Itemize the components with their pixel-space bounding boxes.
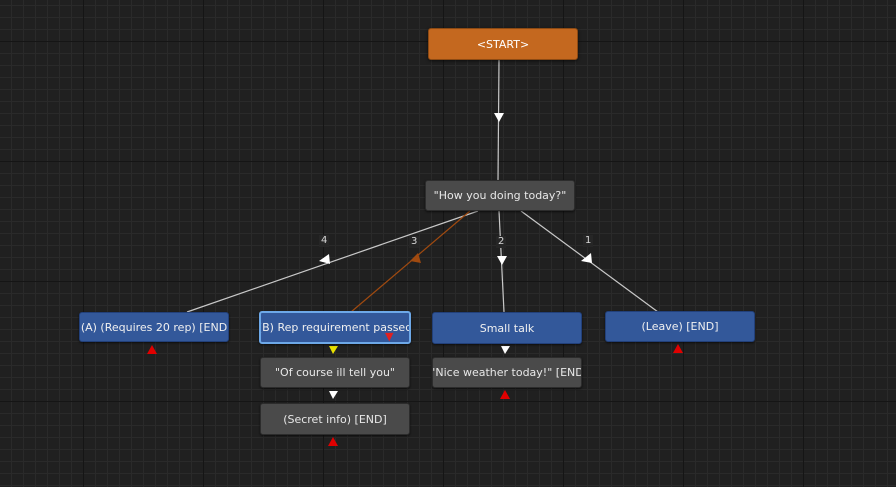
question-node-label: "How you doing today?": [433, 189, 567, 202]
small-talk-node[interactable]: Small talk: [432, 312, 582, 344]
end-marker-secret: [328, 437, 338, 446]
connector-course-secret: [329, 391, 338, 399]
start-node[interactable]: <START>: [428, 28, 578, 60]
link-arrow-start-question: [494, 113, 504, 122]
small-talk-label: Small talk: [479, 321, 535, 335]
link-arrow-question-b: [410, 253, 421, 263]
weather-node[interactable]: "Nice weather today!" [END: [432, 357, 582, 388]
start-node-label: <START>: [476, 37, 530, 51]
link-question-b[interactable]: [350, 210, 471, 313]
connector-b-course: [329, 346, 338, 354]
secret-node[interactable]: (Secret info) [END]: [260, 403, 410, 435]
option-a-node[interactable]: (A) (Requires 20 rep) [END: [79, 312, 229, 342]
link-badge-2: 2: [496, 236, 507, 248]
link-arrow-question-a: [319, 254, 330, 264]
condition-marker-b: ▼: [385, 330, 394, 343]
leave-label: (Leave) [END]: [641, 320, 719, 333]
secret-label: (Secret info) [END]: [283, 412, 387, 426]
leave-node[interactable]: (Leave) [END]: [605, 311, 755, 342]
link-badge-3: 3: [409, 236, 420, 248]
link-arrow-question-small: [497, 256, 507, 265]
weather-label: "Nice weather today!" [END: [432, 366, 582, 379]
link-badge-1: 1: [583, 235, 594, 247]
question-node[interactable]: "How you doing today?": [425, 180, 575, 211]
link-arrow-question-leave: [581, 253, 592, 263]
connector-small-weather: [501, 346, 510, 354]
course-label: "Of course ill tell you": [275, 366, 395, 379]
link-question-a[interactable]: [186, 210, 479, 313]
end-marker-weather: [500, 390, 510, 399]
option-a-label: (A) (Requires 20 rep) [END: [80, 320, 228, 334]
end-marker-a: [147, 345, 157, 354]
end-marker-leave: [673, 344, 683, 353]
link-badge-4: 4: [319, 235, 330, 247]
course-node[interactable]: "Of course ill tell you": [260, 357, 410, 388]
